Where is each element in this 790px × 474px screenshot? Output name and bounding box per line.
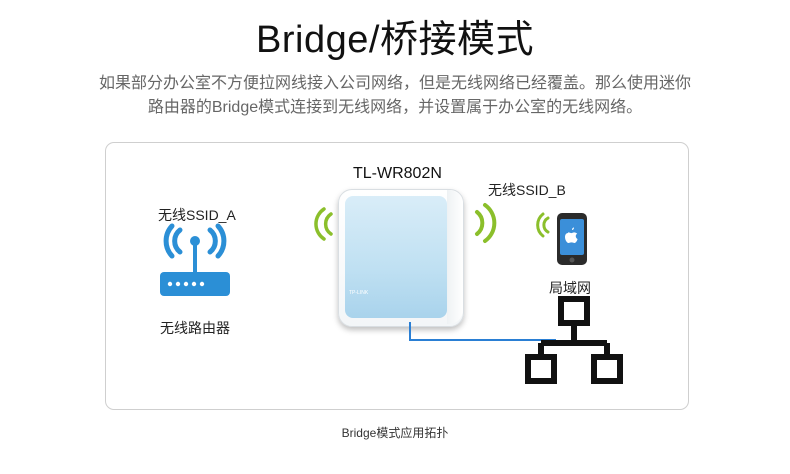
device-brand-logo: TP-LINK	[349, 290, 369, 296]
tl-wr802n-device: TP-LINK	[338, 189, 464, 327]
router-label: 无线路由器	[160, 320, 230, 336]
description-line-2: 路由器的Bridge模式连接到无线网络，并设置属于办公室的无线网络。	[147, 99, 643, 116]
ssid-a-label: 无线SSID_A	[158, 207, 236, 223]
page-title: Bridge/桥接模式	[256, 19, 534, 61]
phone-wifi-signal-icon	[536, 212, 550, 238]
ssid-b-label: 无线SSID_B	[488, 182, 566, 198]
device-face	[345, 196, 447, 318]
device-model-label: TL-WR802N	[353, 165, 442, 182]
diagram-caption: Bridge模式应用拓扑	[341, 426, 449, 440]
description-line-1: 如果部分办公室不方便拉网线接入公司网络，但是无线网络已经覆盖。那么使用迷你	[98, 75, 691, 92]
lan-label: 局域网	[549, 280, 591, 296]
lan-network-icon	[525, 296, 623, 384]
device-side	[447, 190, 463, 324]
smartphone-icon	[557, 213, 587, 265]
wifi-signal-right-icon	[475, 203, 497, 243]
wifi-signal-left-icon	[314, 207, 333, 241]
ethernet-link-line	[409, 322, 556, 341]
description: 如果部分办公室不方便拉网线接入公司网络，但是无线网络已经覆盖。那么使用迷你 路由…	[60, 72, 730, 120]
wireless-router-icon	[160, 223, 230, 296]
